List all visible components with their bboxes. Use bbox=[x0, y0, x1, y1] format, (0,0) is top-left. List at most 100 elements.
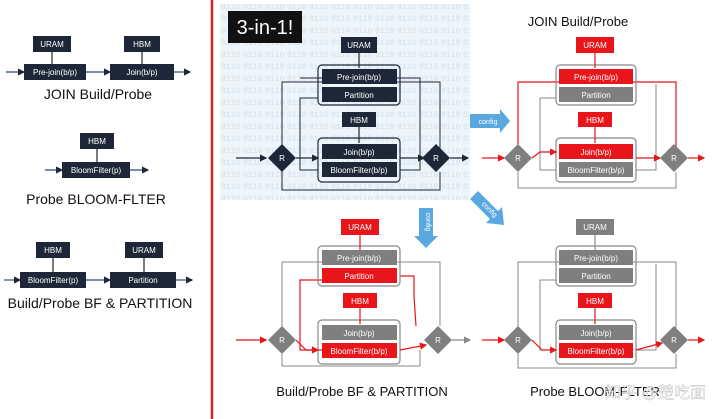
bottom-left-left-router-label: R bbox=[279, 336, 285, 345]
center-partition-box bbox=[322, 87, 397, 102]
bottom-left-hbm-label: HBM bbox=[351, 297, 369, 306]
right-top-title: JOIN Build/Probe bbox=[528, 14, 628, 29]
config-label-down: config bbox=[424, 213, 431, 232]
right-top-bottom-loop bbox=[517, 172, 677, 189]
center-left-router-label: R bbox=[279, 154, 285, 163]
bottom-right-hbm-box bbox=[578, 293, 612, 308]
center-left-router bbox=[268, 144, 296, 172]
right-top-prejoin-label: Pre-join(b/p) bbox=[574, 73, 618, 82]
right-top-bloomfilter-box bbox=[559, 162, 633, 177]
right-top-join-box bbox=[559, 144, 633, 159]
left-bfpart-uram-label: URAM bbox=[132, 246, 156, 255]
bottom-left-prejoin-box bbox=[322, 250, 397, 265]
bottom-left-prejoin-label: Pre-join(b/p) bbox=[337, 254, 381, 263]
bottom-right-from-bf-arrow bbox=[635, 341, 664, 351]
center-hbm-box bbox=[342, 112, 376, 127]
left-bloom-filter-label: BloomFilter(p) bbox=[71, 166, 122, 175]
right-top-hbm-box bbox=[578, 112, 612, 127]
right-top-uram-box bbox=[576, 37, 614, 53]
config-label-right: config bbox=[479, 119, 498, 126]
bottom-left-partition-box bbox=[322, 268, 397, 283]
center-join-label: Join(b/p) bbox=[343, 148, 374, 157]
config-arrow-right: config bbox=[470, 109, 510, 133]
bottom-right-right-inner-loop bbox=[636, 264, 657, 351]
center-bloomfilter-label: BloomFilter(b/p) bbox=[331, 166, 388, 175]
left-bloom-title: Probe BLOOM-FLTER bbox=[26, 191, 166, 207]
left-join-join-label: Join(b/p) bbox=[126, 68, 157, 77]
right-top-lower-group bbox=[555, 137, 637, 183]
left-bfpart-filter-box bbox=[20, 272, 86, 288]
bottom-left-partition-label: Partition bbox=[344, 272, 373, 281]
left-bfpart-uram-box bbox=[125, 242, 163, 258]
right-top-bloomfilter-label: BloomFilter(b/p) bbox=[568, 166, 625, 175]
right-top-left-inner-loop bbox=[539, 97, 556, 171]
left-join-uram-label: URAM bbox=[40, 40, 64, 49]
left-bloom-hbm-label: HBM bbox=[88, 137, 106, 146]
center-prejoin-box bbox=[322, 69, 397, 84]
left-bloom-filter-box bbox=[62, 162, 130, 178]
left-join-prejoin-label: Pre-join(b/p) bbox=[33, 68, 77, 77]
bottom-left-left-router bbox=[268, 326, 296, 354]
right-top-partition-label: Partition bbox=[581, 91, 610, 100]
bottom-right-right-router bbox=[660, 326, 688, 354]
bottom-right-bloomfilter-box bbox=[559, 343, 633, 358]
right-top-diagram: JOIN Build/Probe URAM Pre-join(b/p) Part… bbox=[482, 14, 706, 189]
bottom-left-hbm-box bbox=[343, 293, 377, 308]
right-top-prejoin-box bbox=[559, 69, 633, 84]
left-bfpart-filter-label: BloomFilter(p) bbox=[28, 276, 79, 285]
center-bloomfilter-box bbox=[322, 162, 397, 177]
bottom-right-diagram: URAM Pre-join(b/p) Partition HBM Join(b/… bbox=[482, 219, 706, 399]
center-join-box bbox=[322, 144, 397, 159]
right-top-right-router bbox=[660, 144, 688, 172]
bottom-right-partition-box bbox=[559, 268, 633, 283]
center-right-router-label: R bbox=[433, 154, 439, 163]
bottom-right-bloomfilter-label: BloomFilter(b/p) bbox=[568, 347, 625, 356]
bottom-right-upper-group bbox=[555, 245, 637, 287]
bottom-left-left-inner-loop bbox=[299, 279, 322, 351]
bottom-left-bottom-loop bbox=[281, 350, 421, 367]
bottom-right-uram-label: URAM bbox=[583, 223, 607, 232]
bottom-left-upper-group bbox=[317, 245, 401, 287]
bottom-left-right-router bbox=[424, 326, 452, 354]
bottom-left-join-box bbox=[322, 325, 397, 340]
center-right-router bbox=[422, 144, 450, 172]
center-uram-label: URAM bbox=[347, 41, 371, 50]
left-join-hbm-box bbox=[124, 36, 160, 52]
right-top-left-router bbox=[504, 144, 532, 172]
bottom-right-left-router bbox=[504, 326, 532, 354]
bottom-right-prejoin-box bbox=[559, 250, 633, 265]
bottom-right-bottom-loop bbox=[517, 354, 677, 369]
bottom-right-uram-box bbox=[576, 219, 614, 235]
left-bfpart-title: Build/Probe BF & PARTITION bbox=[8, 295, 193, 311]
left-join-uram-box bbox=[33, 36, 71, 52]
bottom-left-title: Build/Probe BF & PARTITION bbox=[276, 384, 447, 399]
bottom-left-uram-label: URAM bbox=[348, 223, 372, 232]
left-join-join-box bbox=[110, 64, 174, 80]
center-uram-box bbox=[341, 37, 377, 53]
bottom-right-prejoin-label: Pre-join(b/p) bbox=[574, 254, 618, 263]
three-in-one-badge bbox=[228, 11, 302, 43]
left-bfpart-hbm-box bbox=[36, 242, 70, 258]
bottom-right-title: Probe BLOOM-FLTER bbox=[530, 384, 660, 399]
bottom-right-lower-group bbox=[555, 319, 637, 365]
bottom-left-right-router-label: R bbox=[435, 336, 441, 345]
config-arrow-diagonal: config bbox=[470, 191, 504, 225]
center-partition-label: Partition bbox=[344, 91, 373, 100]
bottom-right-left-router-label: R bbox=[515, 336, 521, 345]
left-bloom-diagram: HBM BloomFilter(p) Probe BLOOM-FLTER bbox=[26, 133, 166, 207]
bottom-right-hbm-label: HBM bbox=[586, 297, 604, 306]
left-join-hbm-label: HBM bbox=[133, 40, 151, 49]
left-bfpart-diagram: HBM URAM BloomFilter(p) Partition Build/… bbox=[4, 242, 194, 311]
left-bfpart-partition-box bbox=[110, 272, 176, 288]
bottom-left-bloomfilter-box bbox=[322, 343, 397, 358]
left-join-prejoin-box bbox=[24, 64, 86, 80]
left-join-title: JOIN Build/Probe bbox=[44, 86, 152, 102]
right-top-uram-label: URAM bbox=[583, 41, 607, 50]
left-bfpart-hbm-label: HBM bbox=[44, 246, 62, 255]
config-arrow-down: config bbox=[414, 208, 438, 248]
bottom-left-join-label: Join(b/p) bbox=[343, 329, 374, 338]
watermark-text: 知乎 @楚吃面 bbox=[605, 384, 706, 402]
bottom-left-lower-group bbox=[317, 319, 401, 365]
center-diagram: 3-in-1! URAM Pre-join(b/p) Partition HBM… bbox=[220, 4, 470, 200]
bottom-left-bloomfilter-label: BloomFilter(b/p) bbox=[331, 347, 388, 356]
